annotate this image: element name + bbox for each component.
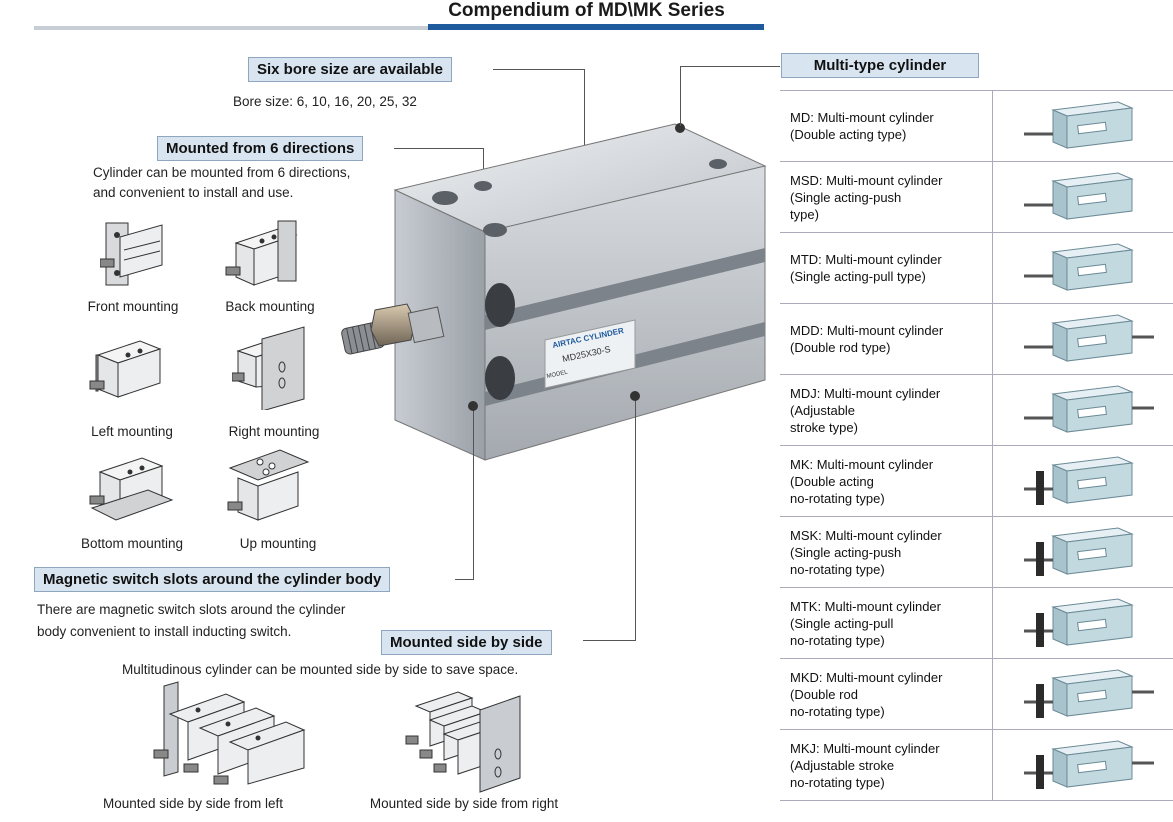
cylinder-type-image [992,587,1173,659]
table-row: MTK: Multi-mount cylinder (Single acting… [780,587,1173,659]
table-row: MKD: Multi-mount cylinder (Double rod no… [780,658,1173,730]
cylinder-type-label: MKD: Multi-mount cylinder (Double rod no… [780,658,994,730]
mount6-heading: Mounted from 6 directions [157,136,364,161]
cylinder-type-image [992,232,1173,304]
back-mounting-image [222,215,302,290]
magnetic-text-1: There are magnetic switch slots around t… [37,602,346,617]
leader-dot [630,391,640,401]
table-row: MKJ: Multi-mount cylinder (Adjustable st… [780,729,1173,801]
leader-line [394,148,483,149]
leader-line [584,69,585,151]
front-mounting-image [100,215,170,290]
bore-text: Bore size: 6, 10, 16, 20, 25, 32 [233,94,417,109]
front-mounting-caption: Front mounting [87,299,179,314]
leader-line [635,398,636,641]
leader-line [493,69,584,70]
cylinder-type-image [992,516,1173,588]
table-row: MK: Multi-mount cylinder (Double acting … [780,445,1173,517]
leader-line [583,640,635,641]
magnetic-text-2: body convenient to install inducting swi… [37,624,292,639]
cylinder-type-label: MSK: Multi-mount cylinder (Single acting… [780,516,994,588]
cylinder-type-image [992,445,1173,517]
cylinder-type-label: MDD: Multi-mount cylinder (Double rod ty… [780,303,994,375]
cylinder-type-image [992,161,1173,233]
sidebyside-text: Multitudinous cylinder can be mounted si… [122,662,519,677]
cylinder-type-image [992,303,1173,375]
side-by-side-right-image [396,680,536,800]
leader-dot [675,123,685,133]
multitype-heading: Multi-type cylinder [781,53,979,78]
cylinder-type-label: MDJ: Multi-mount cylinder (Adjustable st… [780,374,994,446]
leader-line [473,406,474,580]
left-mounting-image [88,325,168,403]
cylinder-main-image: AIRTAC CYLINDER MD25X30-S MODEL [335,110,775,475]
cylinder-type-image [992,374,1173,446]
mount6-text-2: and convenient to install and use. [93,185,294,200]
bore-heading: Six bore size are available [248,57,452,82]
leader-line [680,66,780,67]
back-mounting-caption: Back mounting [225,299,315,314]
cylinder-type-label: MK: Multi-mount cylinder (Double acting … [780,445,994,517]
leader-line [483,148,484,188]
cylinder-model-prefix: MODEL [546,370,569,380]
multitype-table-body: MD: Multi-mount cylinder (Double acting … [780,91,1173,801]
up-mounting-image [224,448,314,530]
leader-line [680,66,681,126]
leader-dot [468,401,478,411]
mount6-text-1: Cylinder can be mounted from 6 direction… [93,165,351,180]
bottom-mounting-image [86,450,176,530]
table-row: MDD: Multi-mount cylinder (Double rod ty… [780,303,1173,375]
table-row: MDJ: Multi-mount cylinder (Adjustable st… [780,374,1173,446]
sidebyside-heading: Mounted side by side [381,630,552,655]
cylinder-type-image [992,658,1173,730]
multitype-table: MD: Multi-mount cylinder (Double acting … [780,90,1173,801]
page-title: Compendium of MD\MK Series [448,0,725,21]
right-mounting-image [232,325,312,410]
cylinder-type-label: MSD: Multi-mount cylinder (Single acting… [780,161,994,233]
side-by-side-left-caption: Mounted side by side from left [102,796,284,811]
side-by-side-left-image [140,680,310,790]
table-row: MTD: Multi-mount cylinder (Single acting… [780,232,1173,304]
cylinder-type-image [992,91,1173,162]
table-row: MSK: Multi-mount cylinder (Single acting… [780,516,1173,588]
table-row: MSD: Multi-mount cylinder (Single acting… [780,161,1173,233]
cylinder-type-image [992,729,1173,801]
magnetic-heading: Magnetic switch slots around the cylinde… [34,567,391,592]
cylinder-type-label: MTD: Multi-mount cylinder (Single acting… [780,232,994,304]
leader-line [455,579,473,580]
side-by-side-right-caption: Mounted side by side from right [369,796,559,811]
left-mounting-caption: Left mounting [91,424,173,439]
table-row: MD: Multi-mount cylinder (Double acting … [780,91,1173,162]
bottom-mounting-caption: Bottom mounting [80,536,184,551]
right-mounting-caption: Right mounting [228,424,320,439]
title-rule [34,26,764,30]
cylinder-type-label: MTK: Multi-mount cylinder (Single acting… [780,587,994,659]
up-mounting-caption: Up mounting [239,536,317,551]
cylinder-type-label: MD: Multi-mount cylinder (Double acting … [780,91,994,162]
cylinder-type-label: MKJ: Multi-mount cylinder (Adjustable st… [780,729,994,801]
title-rule-accent [428,24,764,30]
